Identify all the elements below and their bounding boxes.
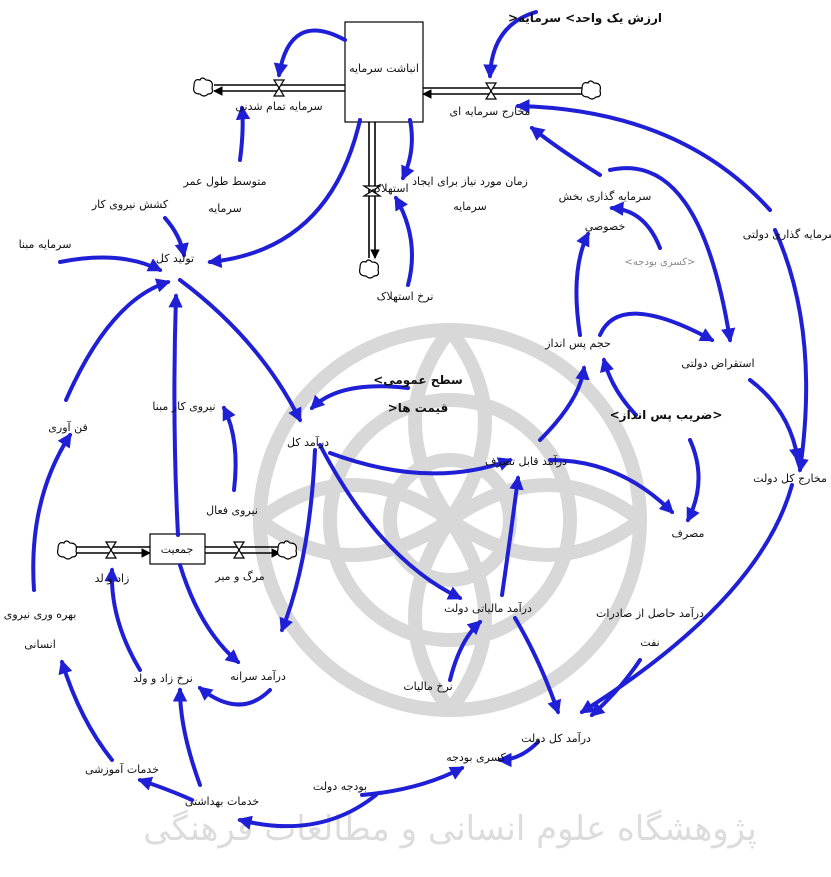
label-price-level-1: سطح عمومی> [373, 373, 463, 388]
label-government-investment: سرمایه گذاری دولتی [743, 228, 831, 241]
label-consumption: مصرف [672, 527, 705, 540]
label-private-investment-2: خصوصی [585, 220, 626, 233]
label-savings-rate: <ضریب پس انداز> [610, 408, 723, 422]
label-price-level-2: قیمت ها< [388, 401, 449, 415]
cloud-icon [581, 80, 602, 100]
label-savings-volume: حجم پس انداز [544, 337, 611, 350]
causal-links [31, 10, 809, 830]
label-total-income: درآمد کل [287, 435, 329, 449]
label-unit-capital-value: ارزش یک واحد> سرمایه< [508, 11, 662, 26]
depreciation-valve [361, 185, 383, 197]
label-base-capital: سرمایه مبنا [19, 238, 72, 251]
flow-label-investment: مخارج سرمایه ای [450, 105, 531, 118]
label-avg-capital-life-2: سرمایه [208, 202, 242, 215]
label-time-to-create-2: سرمایه [453, 200, 487, 213]
capital-accumulation-stock [344, 21, 424, 123]
label-labor-productivity-1: بهره وری نیروی [4, 608, 77, 621]
watermark-emblem [253, 323, 647, 717]
label-government-budget: بودجه دولت [313, 780, 367, 793]
depreciation-pipe [368, 122, 380, 259]
flow-label-deaths: مرگ و میر [214, 570, 265, 583]
label-per-capita-income: درآمد سرانه [230, 669, 286, 683]
label-birth-rate: نرخ زاد و ولد [133, 672, 193, 685]
stock-label-capital: انباشت سرمایه [349, 62, 419, 75]
label-private-investment-1: سرمایه گذاری بخش [559, 190, 652, 203]
label-technology: فن آوری [48, 420, 87, 434]
labels: انباشت سرمایه جمعیت سرمایه تمام شدنی مخا… [4, 11, 831, 808]
label-depreciation-rate: نرخ استهلاک [377, 290, 434, 303]
flow-label-births: زاد و لد [95, 572, 130, 585]
cloud-icon [277, 540, 298, 560]
scrapped-capital-valve [272, 79, 286, 97]
stock-label-population: جمعیت [161, 543, 194, 556]
cloud-icon [359, 259, 380, 279]
cloud-icon [57, 540, 78, 560]
label-health-services: خدمات بهداشتی [185, 795, 259, 808]
cloud-icon [193, 77, 214, 97]
watermark-text: پژوهشگاه علوم انسانی و مطالعات فرهنگی [143, 809, 757, 849]
label-avg-capital-life-1: متوسط طول عمر [183, 175, 267, 188]
label-active-labor: نیروی فعال [206, 504, 258, 517]
label-oil-revenue-1: درآمد حاصل از صادرات [596, 606, 704, 620]
label-labor-elasticity: کشش نیروی کار [91, 198, 169, 211]
label-education-services: خدمات آموزشی [85, 762, 159, 776]
deaths-pipe [205, 546, 281, 558]
label-base-labor: نیروی کار مبنا [152, 400, 215, 413]
label-labor-productivity-2: انسانی [24, 638, 56, 651]
label-disposable-income: درآمد قابل تصرف [485, 454, 567, 468]
label-government-tax-revenue: درآمد مالیاتی دولت [444, 601, 532, 615]
label-government-total-revenue: درآمد کل دولت [521, 731, 591, 745]
label-budget-deficit: کسری بودجه [446, 751, 506, 764]
label-government-total-spending: مخارج کل دولت [753, 472, 827, 485]
label-time-to-create-1: زمان مورد نیاز برای ایجاد [412, 175, 528, 188]
investment-pipe [422, 87, 582, 99]
deaths-valve [232, 541, 246, 559]
label-tax-rate: نرخ مالیات [403, 680, 452, 693]
label-oil-revenue-2: نفت [640, 636, 659, 649]
label-budget-deficit-shadow: <کسری بودجه> [625, 257, 696, 268]
label-total-production: تولید کل [156, 252, 194, 265]
label-government-borrowing: استقراض دولتی [681, 357, 754, 370]
births-valve [104, 541, 118, 559]
flow-label-scrapped-capital: سرمایه تمام شدنی [235, 100, 322, 113]
investment-valve [484, 82, 498, 100]
flow-label-depreciation: استهلاک [371, 182, 408, 195]
